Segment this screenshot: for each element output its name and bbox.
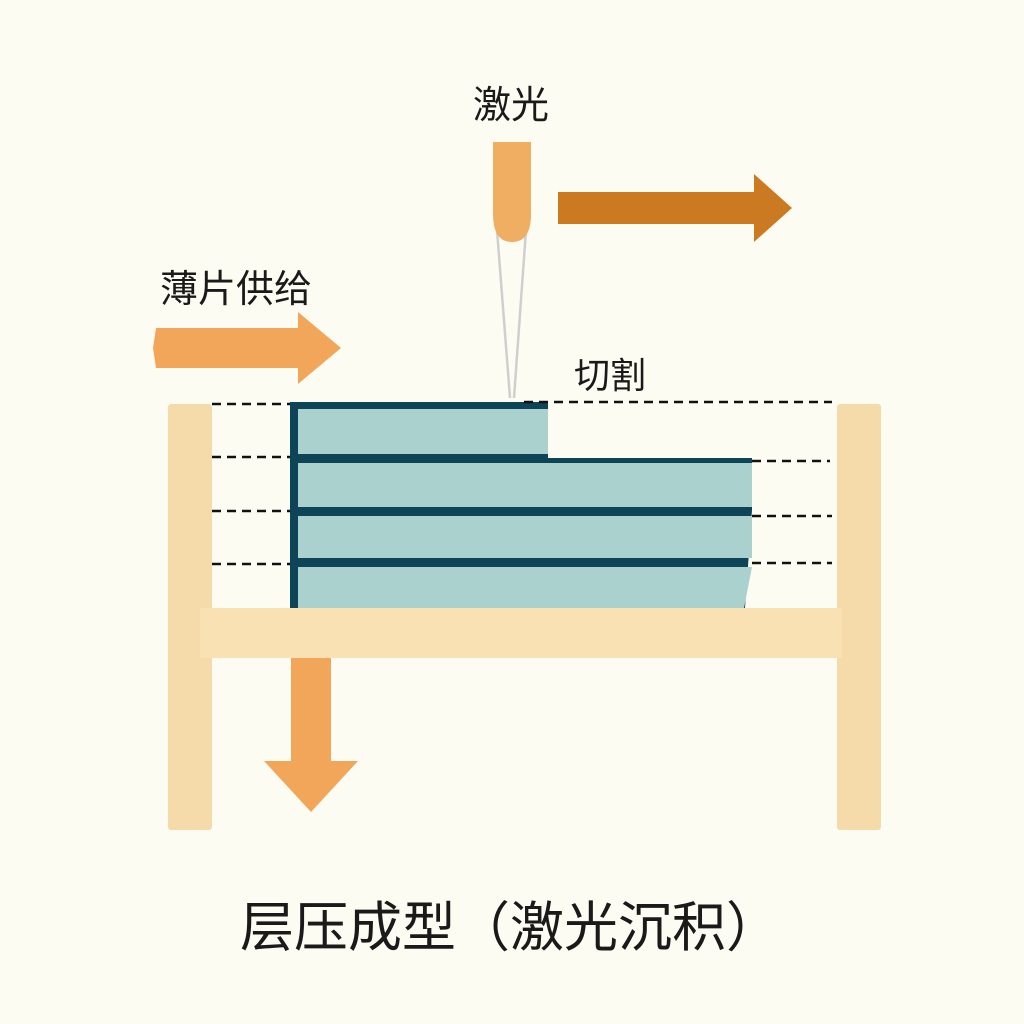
stack-layer-4	[298, 567, 752, 608]
laser-head	[493, 142, 531, 399]
laser-label: 激光	[473, 83, 549, 127]
layer-stack	[290, 402, 752, 608]
laser-nozzle-icon	[493, 142, 531, 242]
diagram-caption: 层压成型（激光沉积）	[240, 896, 780, 959]
platform-down-arrow-icon	[264, 658, 358, 812]
sheet-feed-label: 薄片供给	[160, 267, 312, 311]
laser-beam-left	[495, 229, 512, 399]
laser-motion-arrow-icon	[558, 174, 792, 242]
build-platform	[200, 608, 842, 658]
frame-left-post	[168, 404, 212, 830]
laser-beam-right	[512, 229, 528, 399]
stack-layer-2	[298, 463, 752, 507]
layer-guide-lines	[212, 400, 832, 566]
stack-layer-top-cut	[298, 409, 548, 454]
frame-right-post	[837, 404, 881, 830]
stack-layer-3	[298, 516, 752, 558]
cutting-label: 切割	[574, 356, 646, 397]
sheet-feed-arrow-icon	[153, 312, 341, 384]
